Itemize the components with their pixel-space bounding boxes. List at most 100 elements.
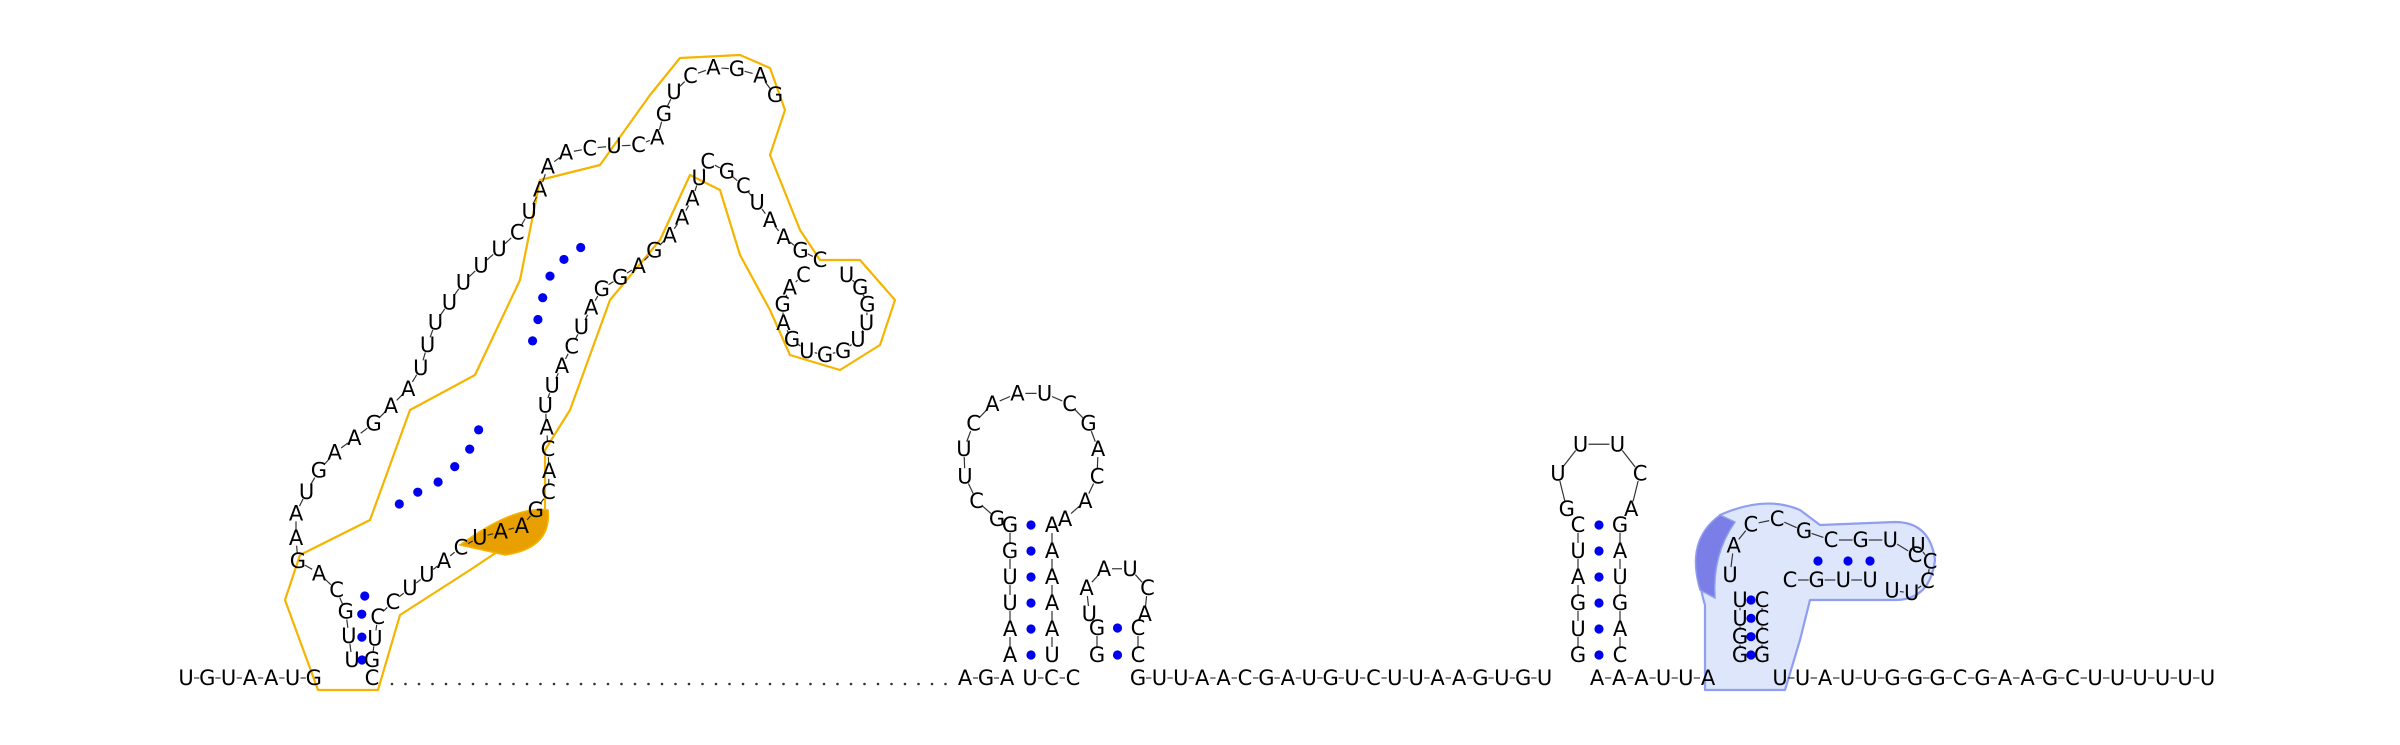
nucleotide: G [1089, 643, 1105, 667]
nucleotide: U [1883, 528, 1898, 552]
nucleotide: G [1852, 528, 1868, 552]
domain-highlight-layer [285, 55, 1935, 690]
nucleotide: A [542, 459, 557, 483]
nucleotide: U [850, 328, 865, 352]
nucleotide: C [1062, 392, 1077, 416]
base-pair-dot [1026, 650, 1035, 659]
nucleotide: C [1920, 569, 1935, 593]
nucleotide: U [1302, 666, 1317, 690]
nucleotide: A [1624, 497, 1639, 521]
nucleotide: A [494, 520, 509, 544]
nucleotide: U [1570, 539, 1585, 563]
nucleotide: A [1216, 666, 1231, 690]
nucleotide: G [1080, 412, 1096, 436]
nucleotide: C [631, 133, 646, 157]
backbone-gap-dot [742, 683, 745, 686]
base-pair-dot [450, 462, 459, 471]
nucleotide: C [2065, 666, 2080, 690]
backbone-gap-dot [445, 683, 448, 686]
nucleotide: C [1238, 666, 1253, 690]
base-pair-dot [1594, 520, 1603, 529]
backbone-gap-dot [863, 683, 866, 686]
nucleotide: G [1322, 666, 1338, 690]
nucleotide: G [306, 666, 322, 690]
backbone-gap-dot [890, 683, 893, 686]
base-pair-dot [1113, 623, 1122, 632]
backbone-gap-dot [917, 683, 920, 686]
base-pair-dot [1026, 572, 1035, 581]
nucleotide: A [1097, 557, 1112, 581]
base-pair-dot [533, 315, 542, 324]
nucleotide: C [510, 221, 525, 245]
nucleotide: U [1795, 666, 1810, 690]
nucleotide: U [1836, 568, 1851, 592]
nucleotide: U [1678, 666, 1693, 690]
nucleotide: A [243, 666, 258, 690]
nucleotide: G [1258, 666, 1274, 690]
base-pair-dot [1113, 650, 1122, 659]
nucleotide: C [1366, 666, 1381, 690]
nucleotide: C [541, 437, 556, 461]
nucleotide: C [386, 590, 401, 614]
nucleotide: U [1573, 432, 1588, 456]
nucleotide: U [2110, 666, 2125, 690]
nucleotide: A [1045, 565, 1060, 589]
nucleotide: A [541, 155, 556, 179]
nucleotide: U [491, 237, 506, 261]
nucleotide: G [366, 411, 382, 435]
backbone-gap-dot [782, 683, 785, 686]
nucleotide: U [606, 134, 621, 158]
nucleotide: U [1862, 568, 1877, 592]
nucleotide: A [1045, 617, 1060, 641]
nucleotide: A [985, 392, 1000, 416]
nucleotide: U [1122, 557, 1137, 581]
backbone-gap-dot [418, 683, 421, 686]
backbone-gap-dot [836, 683, 839, 686]
nucleotide: U [1037, 381, 1052, 405]
nucleotide: U [472, 525, 487, 549]
backbone-gap-dot [634, 683, 637, 686]
nucleotide: G [1907, 666, 1923, 690]
nucleotide: A [384, 394, 399, 418]
backbone-gap-dot [607, 683, 610, 686]
nucleotide: A [1726, 534, 1741, 558]
backbone-gap-dot [688, 683, 691, 686]
nucleotide: C [1783, 568, 1798, 592]
nucleotide: A [401, 377, 416, 401]
nucleotide: A [1612, 666, 1627, 690]
nucleotide: G [1929, 666, 1945, 690]
base-pair-dot [395, 499, 404, 508]
nucleotide: U [956, 437, 971, 461]
nucleotide: G [1974, 666, 1990, 690]
nucleotide: C [329, 578, 344, 602]
base-pair-dot [1594, 598, 1603, 607]
base-pair-dot [433, 477, 442, 486]
backbone-gap-dot [850, 683, 853, 686]
nucleotide: C [1066, 666, 1081, 690]
nucleotide: A [1613, 539, 1628, 563]
nucleotide: U [420, 333, 435, 357]
backbone-gap-dot [512, 683, 515, 686]
backbone-gap-dot [823, 683, 826, 686]
nucleotide: C [813, 248, 828, 272]
nucleotide: C [1953, 666, 1968, 690]
backbone-gap-dot [539, 683, 542, 686]
nucleotide: A [1091, 437, 1106, 461]
nucleotide: U [2132, 666, 2147, 690]
nucleotide: U [1862, 666, 1877, 690]
nucleotide: A [347, 426, 362, 450]
nucleotide: A [1195, 666, 1210, 690]
nucleotide: U [1840, 666, 1855, 690]
nucleotide: U [1082, 602, 1097, 626]
backbone-gap-dot [661, 683, 664, 686]
nucleotide: A [1058, 507, 1073, 531]
nucleotide: A [1078, 489, 1093, 513]
backbone-gap-dot [499, 683, 502, 686]
backbone-bond [698, 70, 706, 73]
nucleotide: G [612, 265, 628, 289]
nucleotide: A [650, 125, 665, 149]
base-pair-dot [413, 488, 422, 497]
nucleotide: U [1044, 643, 1059, 667]
nucleotide: G [1796, 519, 1812, 543]
base-pair-dot [1843, 556, 1852, 565]
